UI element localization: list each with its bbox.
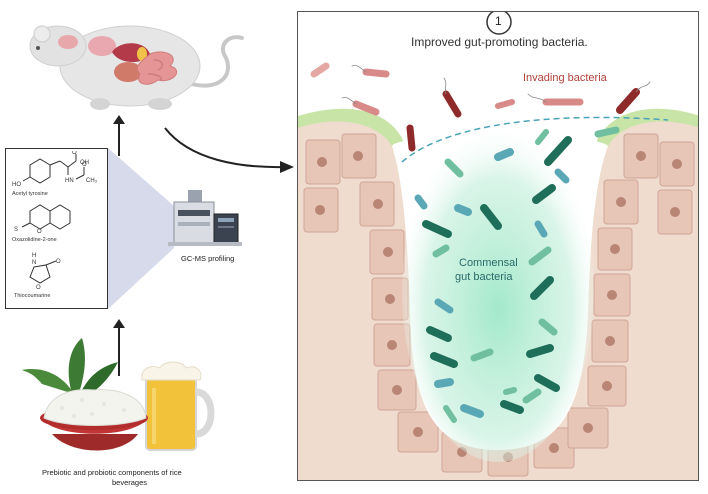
invading-bacteria (310, 62, 651, 152)
svg-text:O: O (56, 259, 61, 265)
svg-text:OH: OH (80, 160, 89, 166)
oxazolidinone-structure: S O (14, 204, 71, 235)
invading-bacteria-label: Invading bacteria (523, 72, 607, 84)
svg-text:S: S (14, 227, 18, 233)
beverage-label: beverages (112, 478, 148, 487)
gc-ms-instrument (168, 190, 242, 246)
svg-text:N: N (32, 260, 36, 266)
commensal-bacteria (414, 126, 620, 423)
svg-text:O: O (72, 151, 77, 156)
svg-text:H: H (32, 253, 36, 259)
up-arrow-icon (113, 319, 125, 376)
up-arrow-icon (113, 115, 125, 156)
gut-villus-panel: 1 Improved gut-promoting bacteria. Invad… (297, 11, 699, 481)
svg-text:HN: HN (65, 178, 74, 184)
curved-arrow-icon (164, 127, 294, 173)
svg-text:O: O (82, 162, 87, 168)
instrument-label: GC-MS profiling (181, 254, 235, 263)
rice-bowl-and-beer-illustration (22, 338, 215, 451)
svg-text:CH₃: CH₃ (86, 178, 98, 184)
commensal-bacteria-label: Commensal (459, 257, 518, 269)
svg-text:HO: HO (12, 182, 21, 188)
acetyl-tyrosine-structure: HO O OH HN O CH₃ (12, 151, 98, 188)
compound-structures-box: HO O OH HN O CH₃ Acetyl tyrosine S O Oxa… (5, 148, 108, 309)
step-number: 1 (495, 14, 502, 28)
svg-text:O: O (36, 285, 41, 289)
mouse-illustration (29, 25, 244, 110)
beverage-label: Prebiotic and probiotic components of ri… (42, 468, 182, 477)
villus-diagram (298, 12, 698, 480)
compound-name: Thiocoumarine (14, 293, 51, 299)
commensal-bacteria-label: gut bacteria (455, 271, 513, 283)
cell-nuclei (315, 151, 682, 462)
compound-name: Acetyl tyrosine (12, 191, 48, 197)
compound-name: Oxazolidine-2-one (12, 237, 57, 243)
svg-text:O: O (37, 229, 42, 235)
projection-cone (108, 148, 174, 309)
panel-title: Improved gut-promoting bacteria. (411, 35, 588, 49)
thiocoumarine-structure: H N O O (29, 253, 61, 289)
